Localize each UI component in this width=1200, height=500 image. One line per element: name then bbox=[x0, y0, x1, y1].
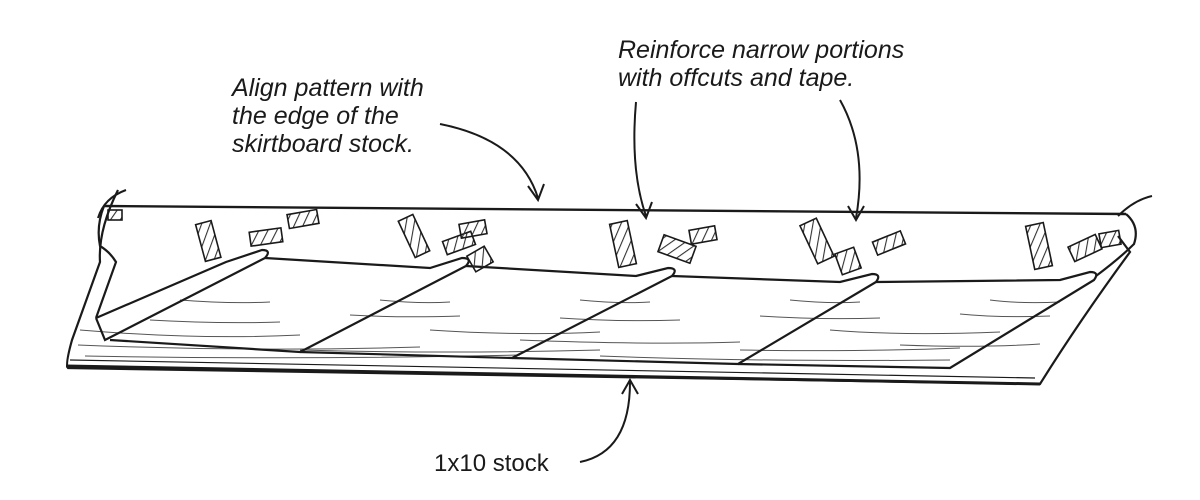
reinforce-label-line2: with offcuts and tape. bbox=[618, 64, 855, 92]
offcut bbox=[798, 217, 836, 265]
board-bottom-edge bbox=[65, 364, 1041, 386]
wood-grain-lines bbox=[77, 299, 1061, 361]
offcut bbox=[465, 245, 495, 273]
align-pattern-label-line2: the edge of the bbox=[232, 102, 399, 130]
arrowhead-reinforce-left bbox=[635, 201, 653, 221]
callout-arrows bbox=[439, 99, 865, 463]
offcut bbox=[1024, 221, 1054, 271]
offcut bbox=[458, 218, 488, 240]
arrow-align-pattern bbox=[439, 123, 539, 199]
tooth-2 bbox=[109, 256, 470, 354]
arrow-reinforce-left bbox=[633, 101, 647, 217]
offcut bbox=[656, 233, 698, 265]
tooth-3 bbox=[299, 264, 676, 360]
offcut bbox=[286, 208, 320, 230]
offcut bbox=[608, 219, 638, 269]
arrowhead-reinforce-right bbox=[847, 205, 865, 223]
tooth-1 bbox=[94, 248, 269, 342]
offcut bbox=[688, 224, 718, 246]
align-pattern-label: Align pattern with the edge of the skirt… bbox=[232, 74, 424, 158]
pattern-top-edge bbox=[94, 189, 1153, 319]
tooth-5 bbox=[737, 270, 1098, 370]
arrow-stock bbox=[579, 381, 631, 463]
offcut bbox=[107, 209, 123, 221]
stock-right-curl bbox=[1117, 195, 1153, 217]
align-pattern-label-line1: Align pattern with bbox=[232, 74, 424, 102]
arrowhead-align-pattern bbox=[527, 183, 545, 203]
pattern-top-line bbox=[103, 204, 1127, 216]
wood-grain-area bbox=[77, 299, 1061, 361]
offcut bbox=[833, 246, 863, 276]
stock-label: 1x10 stock bbox=[434, 450, 549, 477]
pattern-left-end bbox=[94, 205, 118, 319]
reinforcement-pieces bbox=[107, 208, 1122, 276]
offcut bbox=[248, 226, 284, 248]
arrow-reinforce-right bbox=[839, 99, 861, 219]
offcut bbox=[194, 219, 222, 263]
align-pattern-label-line3: skirtboard stock. bbox=[232, 130, 415, 158]
stock-left-curl bbox=[97, 189, 127, 219]
offcut bbox=[871, 229, 907, 257]
pattern-right-end bbox=[1095, 213, 1137, 277]
arrowhead-stock bbox=[621, 377, 639, 395]
reinforce-label: Reinforce narrow portions with offcuts a… bbox=[618, 36, 904, 92]
reinforce-label-line1: Reinforce narrow portions bbox=[618, 36, 905, 64]
offcut bbox=[1098, 229, 1122, 249]
offcut bbox=[1066, 233, 1104, 263]
offcut bbox=[397, 213, 431, 259]
